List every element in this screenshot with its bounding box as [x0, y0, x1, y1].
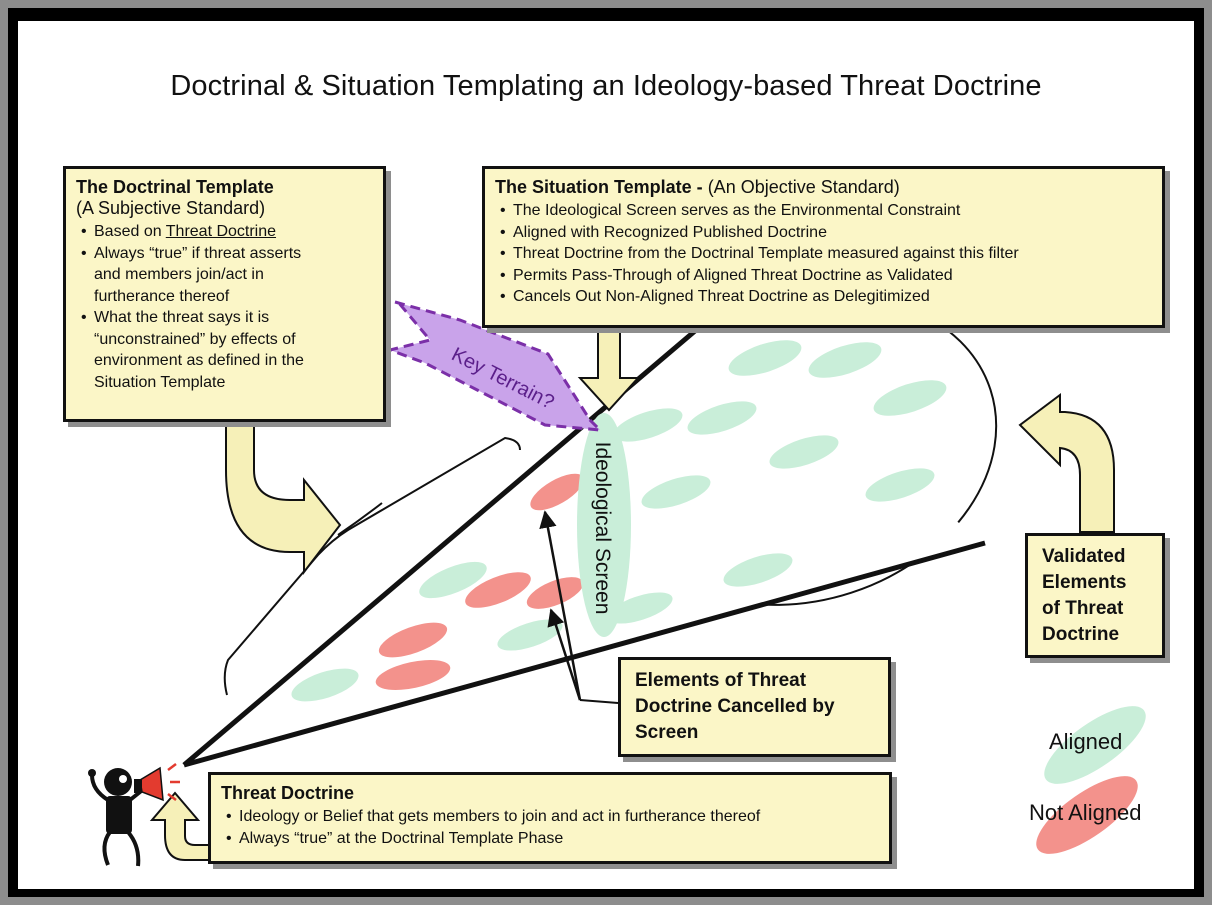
situation-template-heading: The Situation Template - [495, 177, 708, 197]
situation-item: Cancels Out Non-Aligned Threat Doctrine … [495, 286, 1152, 308]
cancelled-arrow-stem [579, 699, 619, 704]
situation-item: Permits Pass-Through of Aligned Threat D… [495, 265, 1152, 287]
aligned-element [607, 592, 673, 624]
megaphone-icon [134, 763, 180, 802]
aligned-element [613, 408, 683, 442]
not-aligned-element [378, 622, 448, 658]
threat-doctrine-box: Threat Doctrine Ideology or Belief that … [208, 772, 892, 864]
cancelled-arrow [547, 608, 582, 701]
situation-item: Aligned with Recognized Published Doctri… [495, 222, 1152, 244]
cancelled-arrow [539, 510, 582, 701]
aligned-element [808, 342, 882, 378]
doctrinal-item: Always “true” if threat asserts and memb… [76, 243, 373, 308]
not-aligned-elements [375, 473, 584, 690]
doctrinal-item: Based on Threat Doctrine [76, 221, 373, 243]
validated-elements-box: Validated Elements of Threat Doctrine [1025, 533, 1165, 658]
ideological-screen-shape [577, 413, 631, 637]
key-terrain-callout [384, 300, 604, 432]
cone-lower-edge [183, 540, 986, 768]
speaker-curved-arrow [149, 791, 211, 861]
threat-doctrine-item: Ideology or Belief that gets members to … [221, 806, 879, 828]
cancelled-elements-box: Elements of Threat Doctrine Cancelled by… [618, 657, 891, 757]
page-title: Doctrinal & Situation Templating an Ideo… [170, 70, 1042, 102]
legend-aligned-label: Aligned [1049, 729, 1123, 754]
ideological-screen-label: Ideological Screen [591, 442, 614, 615]
situation-template-box: The Situation Template - (An Objective S… [482, 166, 1165, 328]
not-aligned-element [530, 473, 584, 511]
situation-item: The Ideological Screen serves as the Env… [495, 200, 1152, 222]
aligned-element [728, 340, 802, 376]
threat-doctrine-link: Threat Doctrine [165, 223, 277, 240]
doctrinal-template-box: The Doctrinal Template (A Subjective Sta… [63, 166, 386, 422]
doctrinal-curved-arrow [225, 424, 342, 575]
legend-not-aligned-label: Not Aligned [1029, 800, 1142, 825]
situation-template-subheading: (An Objective Standard) [707, 177, 900, 197]
threat-doctrine-heading: Threat Doctrine [221, 783, 355, 803]
doctrinal-item: What the threat says it is “unconstraine… [76, 307, 373, 393]
cancelled-elements-label: Elements of Threat Doctrine Cancelled by… [635, 670, 835, 743]
doctrinal-template-subheading: (A Subjective Standard) [76, 198, 266, 218]
aligned-element [291, 668, 359, 702]
aligned-element [687, 401, 757, 435]
aligned-element [723, 553, 793, 587]
doctrine-brace [223, 436, 521, 696]
situation-down-arrow [577, 329, 641, 412]
threat-doctrine-item: Always “true” at the Doctrinal Template … [221, 828, 879, 850]
validated-curved-arrow [1018, 393, 1115, 533]
aligned-element [769, 435, 839, 469]
aligned-element [865, 468, 935, 502]
aligned-element [419, 561, 487, 599]
situation-item: Threat Doctrine from the Doctrinal Templ… [495, 243, 1152, 265]
aligned-elements [291, 340, 947, 702]
aligned-element [873, 380, 947, 416]
not-aligned-element [375, 660, 451, 690]
doctrine-brace-top [337, 502, 383, 536]
doctrinal-template-heading: The Doctrinal Template [76, 177, 274, 197]
aligned-element [641, 475, 711, 509]
not-aligned-element [465, 572, 531, 608]
speaker-figure [88, 768, 147, 867]
validated-elements-label: Validated Elements of Threat Doctrine [1042, 545, 1127, 645]
not-aligned-element [526, 577, 584, 609]
aligned-element [497, 619, 563, 651]
